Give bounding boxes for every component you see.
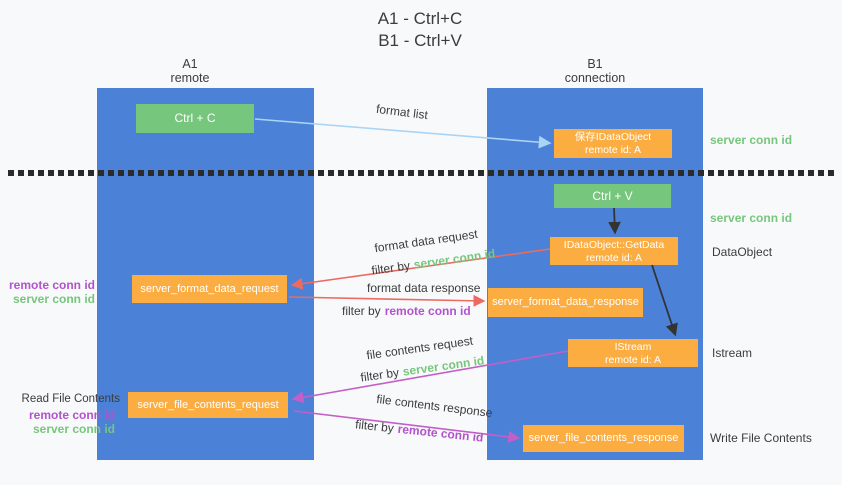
remote-conn-id-text: remote conn id [397, 421, 485, 445]
label-server-conn-id-mid: server conn id [710, 211, 793, 225]
arrow-label-format-list: format list [375, 101, 429, 123]
lane-b1-role: connection [564, 71, 626, 85]
lane-a1-role: remote [170, 71, 210, 85]
node-save-idataobject-line1: 保存IDataObject [574, 131, 652, 143]
label-server-conn-id-left-bottom: server conn id [32, 422, 115, 436]
label-remote-conn-id-mid: remote conn id [8, 278, 95, 292]
diagram-title: A1 - Ctrl+C B1 - Ctrl+V [300, 8, 540, 52]
arrow-label-file-contents-response: file contents response [375, 391, 494, 421]
filter-by-text: filter by [370, 258, 411, 278]
node-save-idataobject-line2: remote id: A [584, 144, 642, 156]
filter-by-text: filter by [354, 417, 395, 436]
arrow-label-format-data-response: format data response [367, 281, 481, 295]
node-server-format-data-request: server_format_data_request [132, 275, 287, 303]
node-idataobject-getdata: IDataObject::GetData remote id: A [550, 237, 678, 265]
title-line-1: A1 - Ctrl+C [377, 9, 463, 28]
label-server-conn-id-left-mid: server conn id [12, 292, 95, 306]
title-line-2: B1 - Ctrl+V [378, 31, 462, 50]
label-read-file-contents: Read File Contents [21, 393, 120, 405]
server-conn-id-text: server conn id [401, 353, 486, 379]
node-istream-line1: IStream [614, 341, 652, 353]
lane-b1-name: B1 [587, 57, 603, 71]
label-server-conn-id-top: server conn id [710, 133, 793, 147]
node-ctrl-c: Ctrl + C [136, 104, 254, 133]
filter-by-text: filter by [359, 365, 400, 385]
node-ctrl-v: Ctrl + V [554, 184, 671, 208]
machine-boundary-divider [8, 170, 834, 176]
label-write-file-contents: Write File Contents [710, 431, 812, 445]
filter-by-text: filter by [342, 304, 381, 318]
node-server-format-data-response: server_format_data_response [488, 288, 643, 317]
node-idataobject-getdata-line1: IDataObject::GetData [563, 239, 665, 251]
lane-header-a1: A1 remote [130, 57, 250, 85]
format-data-response-arrow [288, 294, 486, 307]
node-server-file-contents-request: server_file_contents_request [128, 392, 288, 418]
lane-a1-name: A1 [182, 57, 198, 71]
label-remote-conn-id-bottom: remote conn id [28, 408, 115, 422]
node-server-file-contents-response: server_file_contents_response [523, 425, 684, 452]
label-istream: Istream [712, 346, 753, 360]
remote-conn-id-text: remote conn id [384, 304, 471, 318]
label-conn-ids-bottom: remote conn id server conn id [8, 408, 115, 436]
server-conn-id-text: server conn id [412, 246, 497, 272]
label-dataobject: DataObject [712, 245, 773, 259]
node-istream: IStream remote id: A [568, 339, 698, 367]
node-idataobject-getdata-line2: remote id: A [585, 252, 643, 264]
node-istream-line2: remote id: A [604, 354, 662, 366]
node-save-idataobject: 保存IDataObject remote id: A [554, 129, 672, 158]
label-conn-ids-mid: remote conn id server conn id [8, 278, 95, 306]
lane-header-b1: B1 connection [535, 57, 655, 85]
